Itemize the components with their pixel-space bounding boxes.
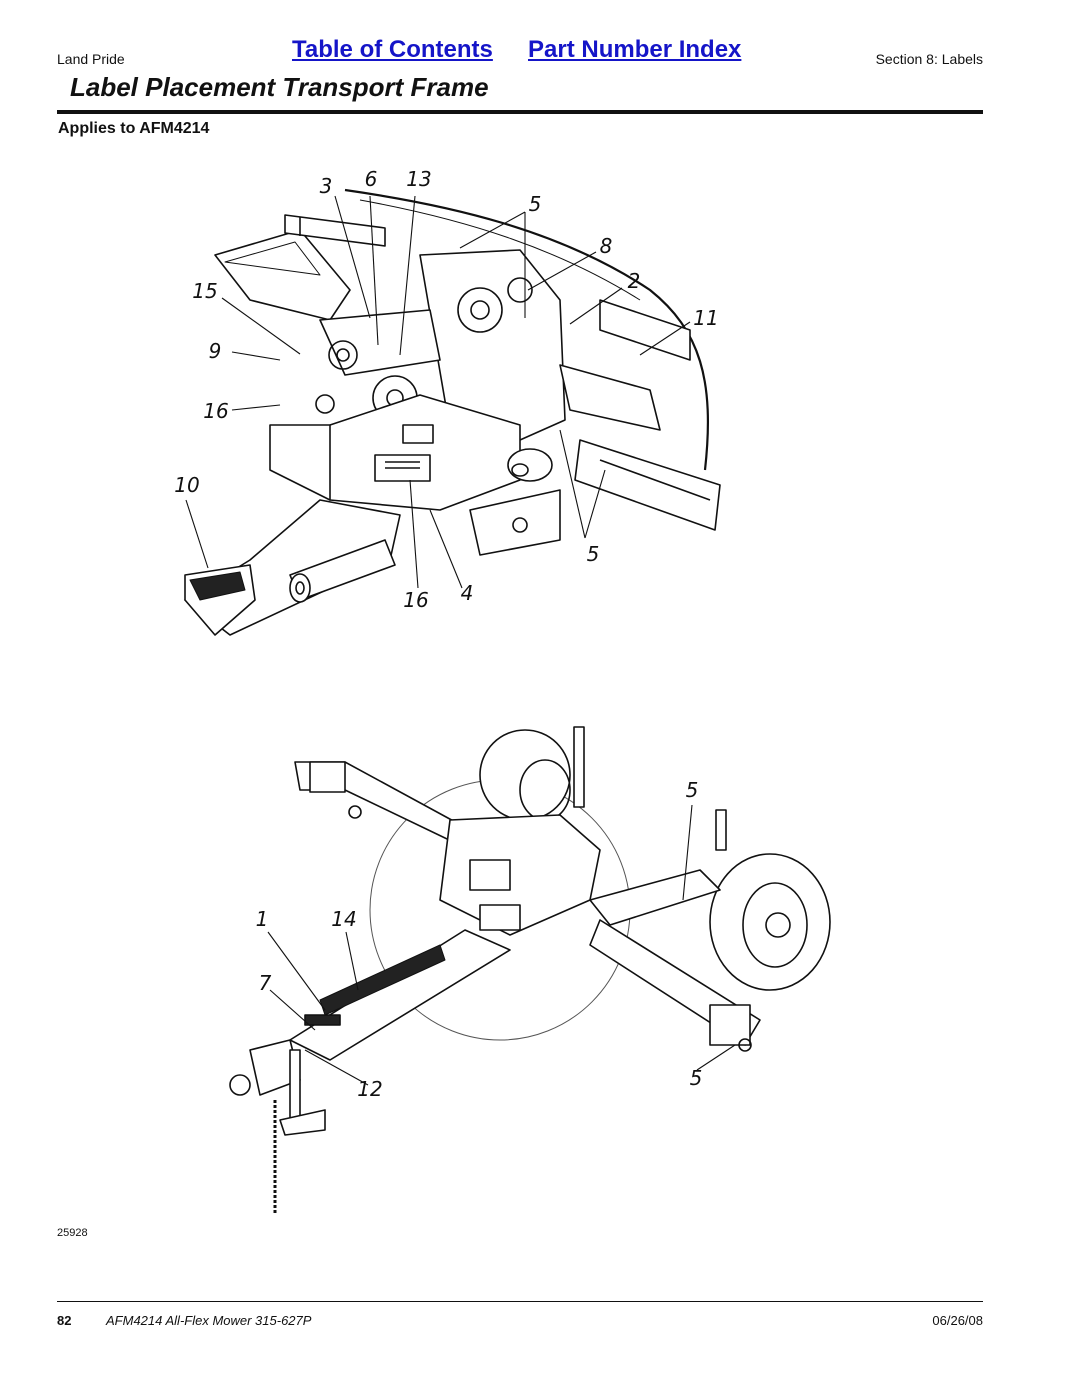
table-of-contents-link[interactable]: Table of Contents <box>292 36 493 63</box>
brand-label: Land Pride <box>57 51 125 67</box>
callout-label: 9 <box>209 339 222 363</box>
callout-label: 5 <box>686 778 699 802</box>
manual-title: AFM4214 All-Flex Mower 315-627P <box>106 1313 312 1328</box>
applies-to-label: Applies to AFM4214 <box>58 120 210 137</box>
callout-label: 7 <box>259 971 272 995</box>
callout-label: 5 <box>587 542 600 566</box>
callout-label: 4 <box>461 581 474 605</box>
callout-label: 2 <box>628 269 641 293</box>
footer-rule <box>57 1301 983 1302</box>
upper-frame-drawing <box>184 188 721 636</box>
callout-label: 10 <box>174 473 199 497</box>
footer-date: 06/26/08 <box>932 1313 983 1328</box>
section-label: Section 8: Labels <box>875 51 983 67</box>
callout-label: 5 <box>690 1066 703 1090</box>
callout-label: 3 <box>320 174 333 198</box>
page-title: Label Placement Transport Frame <box>70 72 489 102</box>
upper-leaders <box>185 195 691 589</box>
page-number: 82 <box>57 1313 72 1328</box>
callout-label: 16 <box>403 588 428 612</box>
part-number-index-link[interactable]: Part Number Index <box>528 36 742 63</box>
lower-leaders <box>267 804 736 1086</box>
lower-frame-drawing <box>229 726 831 1215</box>
callout-label: 13 <box>406 167 431 191</box>
callout-label: 12 <box>357 1077 382 1101</box>
callout-label: 16 <box>203 399 228 423</box>
callout-label: 8 <box>600 234 613 258</box>
figure-id: 25928 <box>57 1227 88 1239</box>
callout-label: 6 <box>365 167 378 191</box>
callout-label: 15 <box>192 279 217 303</box>
callout-label: 1 <box>256 907 269 931</box>
header-rule <box>57 110 983 114</box>
callout-label: 11 <box>693 306 718 330</box>
callout-label: 5 <box>529 192 542 216</box>
callout-label: 14 <box>331 907 356 931</box>
